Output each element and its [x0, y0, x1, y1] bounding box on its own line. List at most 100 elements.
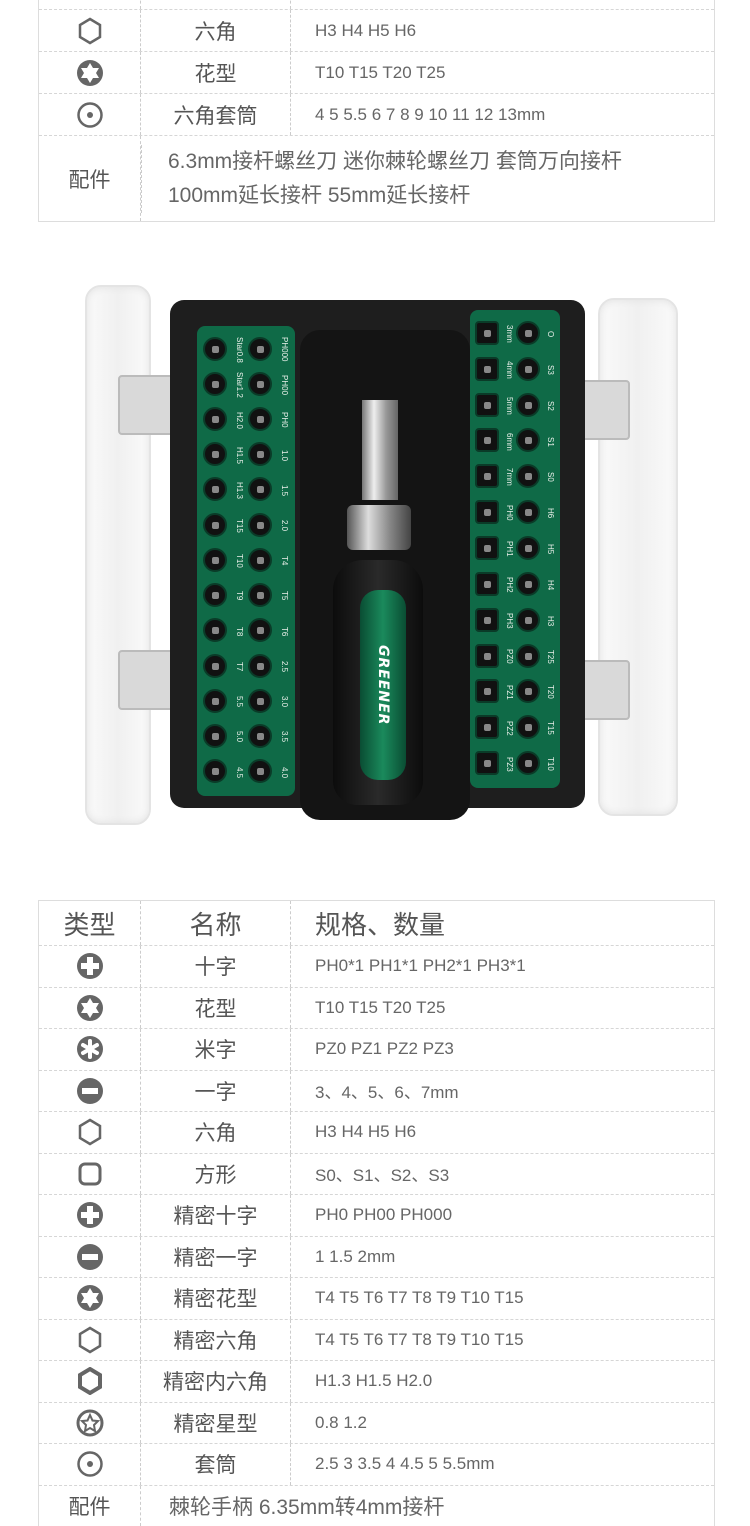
bit-slot [475, 571, 500, 596]
hex-icon [78, 1326, 101, 1354]
type-name: 精密十字 [141, 1195, 291, 1236]
bit-slot [248, 724, 273, 749]
type-name: 六角 [141, 1112, 291, 1153]
bit-slot [248, 547, 273, 572]
left-case-lid [85, 285, 151, 825]
bit-label: 1.5 [279, 484, 289, 497]
accessories-line: 100mm延长接杆 55mm延长接杆 [168, 183, 471, 207]
bit-slot [475, 500, 500, 525]
table-row: 精密十字 PH0 PH00 PH000 [39, 1195, 714, 1237]
bit-label: 3mm [504, 325, 514, 343]
right-case-lid [598, 298, 678, 816]
table-row: 六角 H3 H4 H5 H6 [39, 1112, 714, 1154]
bit-label: PH1 [504, 541, 514, 557]
type-name: 花型 [141, 987, 291, 1028]
table-row: 精密花型 T4 T5 T6 T7 T8 T9 T10 T15 [39, 1278, 714, 1320]
table-row: 方形 S0、S1、S2、S3 [39, 1153, 714, 1195]
type-name: 精密内六角 [141, 1361, 291, 1402]
bit-label: H1.5 [234, 446, 244, 464]
handle-grip: GREENER [360, 590, 406, 780]
bit-label: 6mm [504, 432, 514, 451]
bit-slot [248, 442, 273, 467]
bit-label: T8 [234, 626, 244, 637]
table-row: 六角套筒 4 5 5.5 6 7 8 9 10 11 12 13mm [39, 94, 714, 136]
accessories-label: 配件 [39, 136, 141, 221]
table-row [39, 0, 714, 10]
bit-label: Star1.2 [234, 371, 244, 398]
spec-value: PH0*1 PH1*1 PH2*1 PH3*1 [315, 956, 526, 976]
bit-slot [203, 477, 228, 502]
bit-label: H5 [545, 543, 555, 555]
spec-value: S0、S1、S2、S3 [315, 1166, 450, 1186]
bit-label: PH0 [279, 412, 289, 428]
hex-icon [78, 1118, 101, 1146]
bit-label: 5mm [504, 396, 514, 415]
square-icon [78, 1162, 101, 1186]
bit-label: Star0.8 [234, 336, 244, 363]
bit-label: PH3 [504, 612, 514, 629]
bit-label: H1.3 [234, 482, 244, 499]
phillips-icon [76, 953, 103, 980]
spec-value: T10 T15 T20 T25 [315, 997, 446, 1017]
bit-slot [516, 535, 541, 560]
bit-label: S1 [545, 436, 555, 447]
bit-slot [248, 583, 273, 608]
bit-label: O [545, 330, 555, 338]
torx-icon [76, 59, 103, 86]
accessories-row: 配件 6.3mm接杆螺丝刀 迷你棘轮螺丝刀 套筒万向接杆 100mm延长接杆 5… [39, 136, 714, 221]
right-bit-panel: 3mm O 4mm S3 5mm S2 6mm S1 7mm S0 PH0 H6… [470, 310, 560, 788]
bit-label: PH00 [279, 374, 289, 395]
bit-slot [203, 688, 228, 713]
bit-label: PZ3 [504, 756, 514, 772]
type-name: 方形 [141, 1153, 291, 1194]
bit-slot [475, 643, 500, 668]
bit-slot [516, 751, 541, 776]
bit-slot [475, 715, 500, 740]
table-row: 套筒 2.5 3 3.5 4 4.5 5 5.5mm [39, 1444, 714, 1486]
table-row: 米字 PZ0 PZ1 PZ2 PZ3 [39, 1029, 714, 1071]
bit-slot [203, 724, 228, 749]
spec-value: 2.5 3 3.5 4 4.5 5 5.5mm [315, 1454, 495, 1474]
slotted-icon [76, 1243, 103, 1270]
ratchet-collar [347, 505, 411, 550]
bit-slot [203, 618, 228, 643]
spec-value: 0.8 1.2 [315, 1412, 367, 1432]
bit-label: T7 [234, 661, 244, 672]
bit-label: H4 [545, 579, 555, 590]
bit-slot [516, 392, 541, 417]
spec-value: 3、4、5、6、7mm [315, 1083, 459, 1103]
type-name: 花型 [141, 52, 291, 93]
bit-label: PZ0 [504, 649, 514, 664]
bit-slot [203, 653, 228, 678]
bit-slot [203, 583, 228, 608]
bit-slot [203, 547, 228, 572]
accessories-text: 棘轮手柄 6.35mm转4mm接杆 [169, 1495, 445, 1519]
bit-label: PH000 [279, 337, 289, 362]
bottom-spec-table: 类型 名称 规格、数量 十字 PH0*1 PH1*1 PH2*1 PH3*1 花… [38, 900, 715, 1526]
bit-label: T15 [234, 518, 244, 533]
bit-label: H6 [545, 508, 555, 519]
bit-label: S0 [545, 472, 555, 483]
screwdriver-shaft [362, 400, 398, 500]
type-name: 十字 [141, 946, 291, 987]
bit-slot [248, 618, 273, 643]
spec-value: 1 1.5 2mm [315, 1246, 396, 1266]
top-spec-table: 六角 H3 H4 H5 H6 花型 T10 T15 T20 T25 六角套筒 4… [38, 0, 715, 222]
spec-value: T4 T5 T6 T7 T8 T9 T10 T15 [315, 1329, 524, 1349]
spec-value: PH0 PH00 PH000 [315, 1205, 453, 1225]
left-bit-panel: Star0.8 PH000 Star1.2 PH00 H2.0 PH0 H1.5… [197, 326, 295, 796]
bit-slot [475, 428, 500, 453]
bit-label: 1.0 [279, 449, 289, 461]
accessories-row: 配件 棘轮手柄 6.35mm转4mm接杆 [39, 1485, 714, 1526]
spec-value: H1.3 H1.5 H2.0 [315, 1371, 433, 1391]
table-row: 花型 T10 T15 T20 T25 [39, 52, 714, 94]
table-header: 类型 名称 规格、数量 [39, 901, 714, 946]
brand-logo: GREENER [375, 644, 391, 726]
bit-slot [248, 371, 273, 396]
bit-label: 3.5 [279, 731, 289, 743]
bit-label: H3 [545, 615, 555, 626]
bit-slot [516, 715, 541, 740]
header-spec: 规格、数量 [315, 910, 446, 941]
type-name: 精密六角 [141, 1319, 291, 1360]
bit-slot [248, 653, 273, 678]
